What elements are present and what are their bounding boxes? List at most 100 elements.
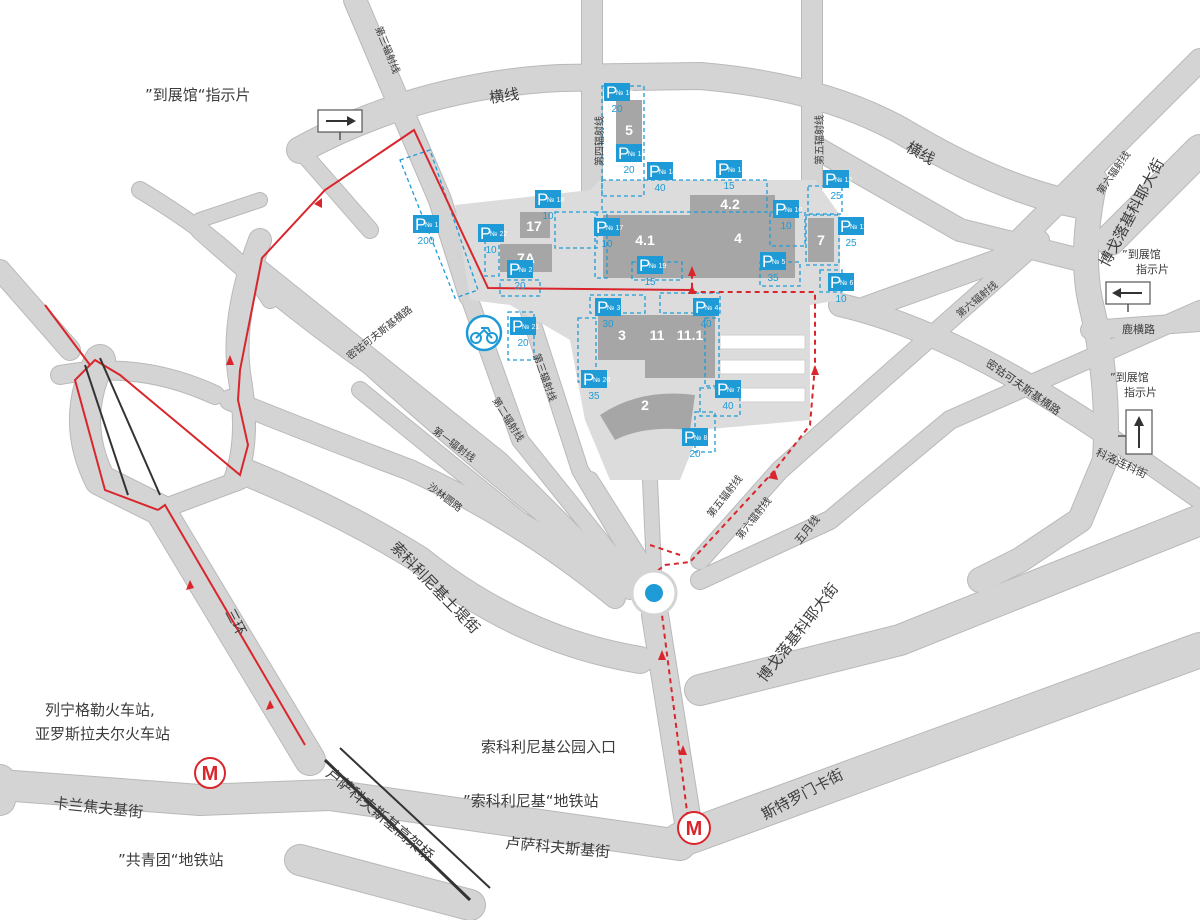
parking-sign-icon <box>478 224 504 242</box>
parking-number: № 20 <box>593 377 610 384</box>
building-11-label: 11 <box>650 327 665 343</box>
parking-number: № 8 <box>694 435 707 442</box>
parking-marker: P№ 220 <box>507 260 533 292</box>
parking-letter: P <box>509 260 520 279</box>
parking-marker: P№ 610 <box>828 273 854 305</box>
parking-capacity: 25 <box>845 238 857 249</box>
parking-number: № 1 <box>425 222 438 229</box>
parking-capacity: 20 <box>623 165 635 176</box>
parking-number: № 19 <box>649 263 666 270</box>
road <box>344 0 481 306</box>
svg-text:M: M <box>686 818 703 840</box>
parking-capacity: 15 <box>723 181 735 192</box>
direction-signs <box>317 109 1153 455</box>
parking-capacity: 30 <box>602 319 614 330</box>
parking-capacity: 35 <box>588 391 600 402</box>
sokolniki-metro-label: ”索科利尼基“地铁站 <box>463 792 599 810</box>
route-car <box>73 128 693 746</box>
to-pavilion-sign-right1-label: ”到展馆 <box>1122 247 1161 261</box>
parking-sign-icon <box>760 252 786 270</box>
parking-letter: P <box>825 170 836 189</box>
parking-marker: P№ 440 <box>693 298 719 330</box>
road <box>287 63 1093 218</box>
road <box>829 294 1111 441</box>
parking-number: № 7 <box>727 387 740 394</box>
parking-letter: P <box>480 224 491 243</box>
parking-number: № 15 <box>628 151 645 158</box>
parking-sign-icon <box>535 190 561 208</box>
parking-letter: P <box>717 380 728 399</box>
to-pavilion-sign-right1b-label: 指示片 <box>1136 262 1169 276</box>
road <box>285 845 485 920</box>
komsomolskaya-metro-label: ”共青团“地铁站 <box>118 851 224 869</box>
railway <box>84 357 491 902</box>
parking-number: № 10 <box>785 207 802 214</box>
svg-text:M: M <box>202 763 219 785</box>
parking-sign-icon <box>581 370 607 388</box>
parking-letter: P <box>762 252 773 271</box>
parking-sign-icon <box>647 162 673 180</box>
building-17-label: 17 <box>526 218 542 234</box>
road <box>1091 421 1200 509</box>
parking-number: № 13 <box>728 167 745 174</box>
street-radial4: 第四辐射线 <box>593 116 606 166</box>
parking-letter: P <box>649 162 660 181</box>
to-pavilion-sign-top-label: ”到展馆“指示片 <box>145 86 251 104</box>
road <box>642 602 703 848</box>
parking-sign-icon <box>693 298 719 316</box>
parking-number: № 14 <box>659 169 676 176</box>
street-park-entrance: 索科利尼基公园入口 <box>481 738 616 756</box>
street-transverse-top: 横线 <box>488 85 520 107</box>
parking-letter: P <box>512 317 523 336</box>
parking-number: № 12 <box>835 177 852 184</box>
parking-number: № 16 <box>616 90 633 97</box>
stations-line1: 列宁格勒火车站, <box>45 701 155 719</box>
fountain-icon <box>645 584 663 602</box>
access-routes <box>44 128 819 836</box>
parking-capacity: 20 <box>611 104 623 115</box>
parking-letter: P <box>718 160 729 179</box>
parking-capacity: 25 <box>830 191 842 202</box>
road <box>663 633 1200 857</box>
street-radial5-top: 第五辐射线 <box>813 115 826 165</box>
parking-capacity: 10 <box>835 294 847 305</box>
parking-number: № 18 <box>547 197 564 204</box>
parking-number: № 2 <box>519 267 532 274</box>
road <box>643 473 661 577</box>
parking-capacity: 200 <box>418 236 435 247</box>
stations-line2: 亚罗斯拉夫尔火车站 <box>35 725 170 743</box>
street-olenya: 鹿横路 <box>1122 322 1155 336</box>
parking-number: № 6 <box>840 280 853 287</box>
place-labels: ”到展馆“指示片 ”到展馆 指示片 ”到展馆 指示片 列宁格勒火车站, 亚罗斯拉… <box>35 86 1169 869</box>
building-2 <box>600 393 695 440</box>
route-car-west <box>44 304 91 366</box>
parking-marker: P№ 820 <box>682 428 708 460</box>
parking-letter: P <box>775 200 786 219</box>
parking-sign-icon <box>594 218 620 236</box>
road <box>220 390 625 608</box>
parking-number: № 17 <box>606 225 623 232</box>
building-17 <box>520 212 550 238</box>
road <box>151 471 249 519</box>
parking-letter: P <box>415 215 426 234</box>
building-11.1-label: 11.1 <box>677 327 704 343</box>
parking-capacity: 20 <box>689 449 701 460</box>
parking-sign-icon <box>715 380 741 398</box>
road <box>193 193 267 227</box>
parking-letter: P <box>639 256 650 275</box>
parking-number: № 4 <box>705 305 718 312</box>
building-4.2-label: 4.2 <box>720 196 740 212</box>
building-4.1-label: 4.1 <box>635 232 655 248</box>
parking-number: № 5 <box>772 259 785 266</box>
road <box>691 301 1200 589</box>
parking-sign-icon <box>616 144 642 162</box>
